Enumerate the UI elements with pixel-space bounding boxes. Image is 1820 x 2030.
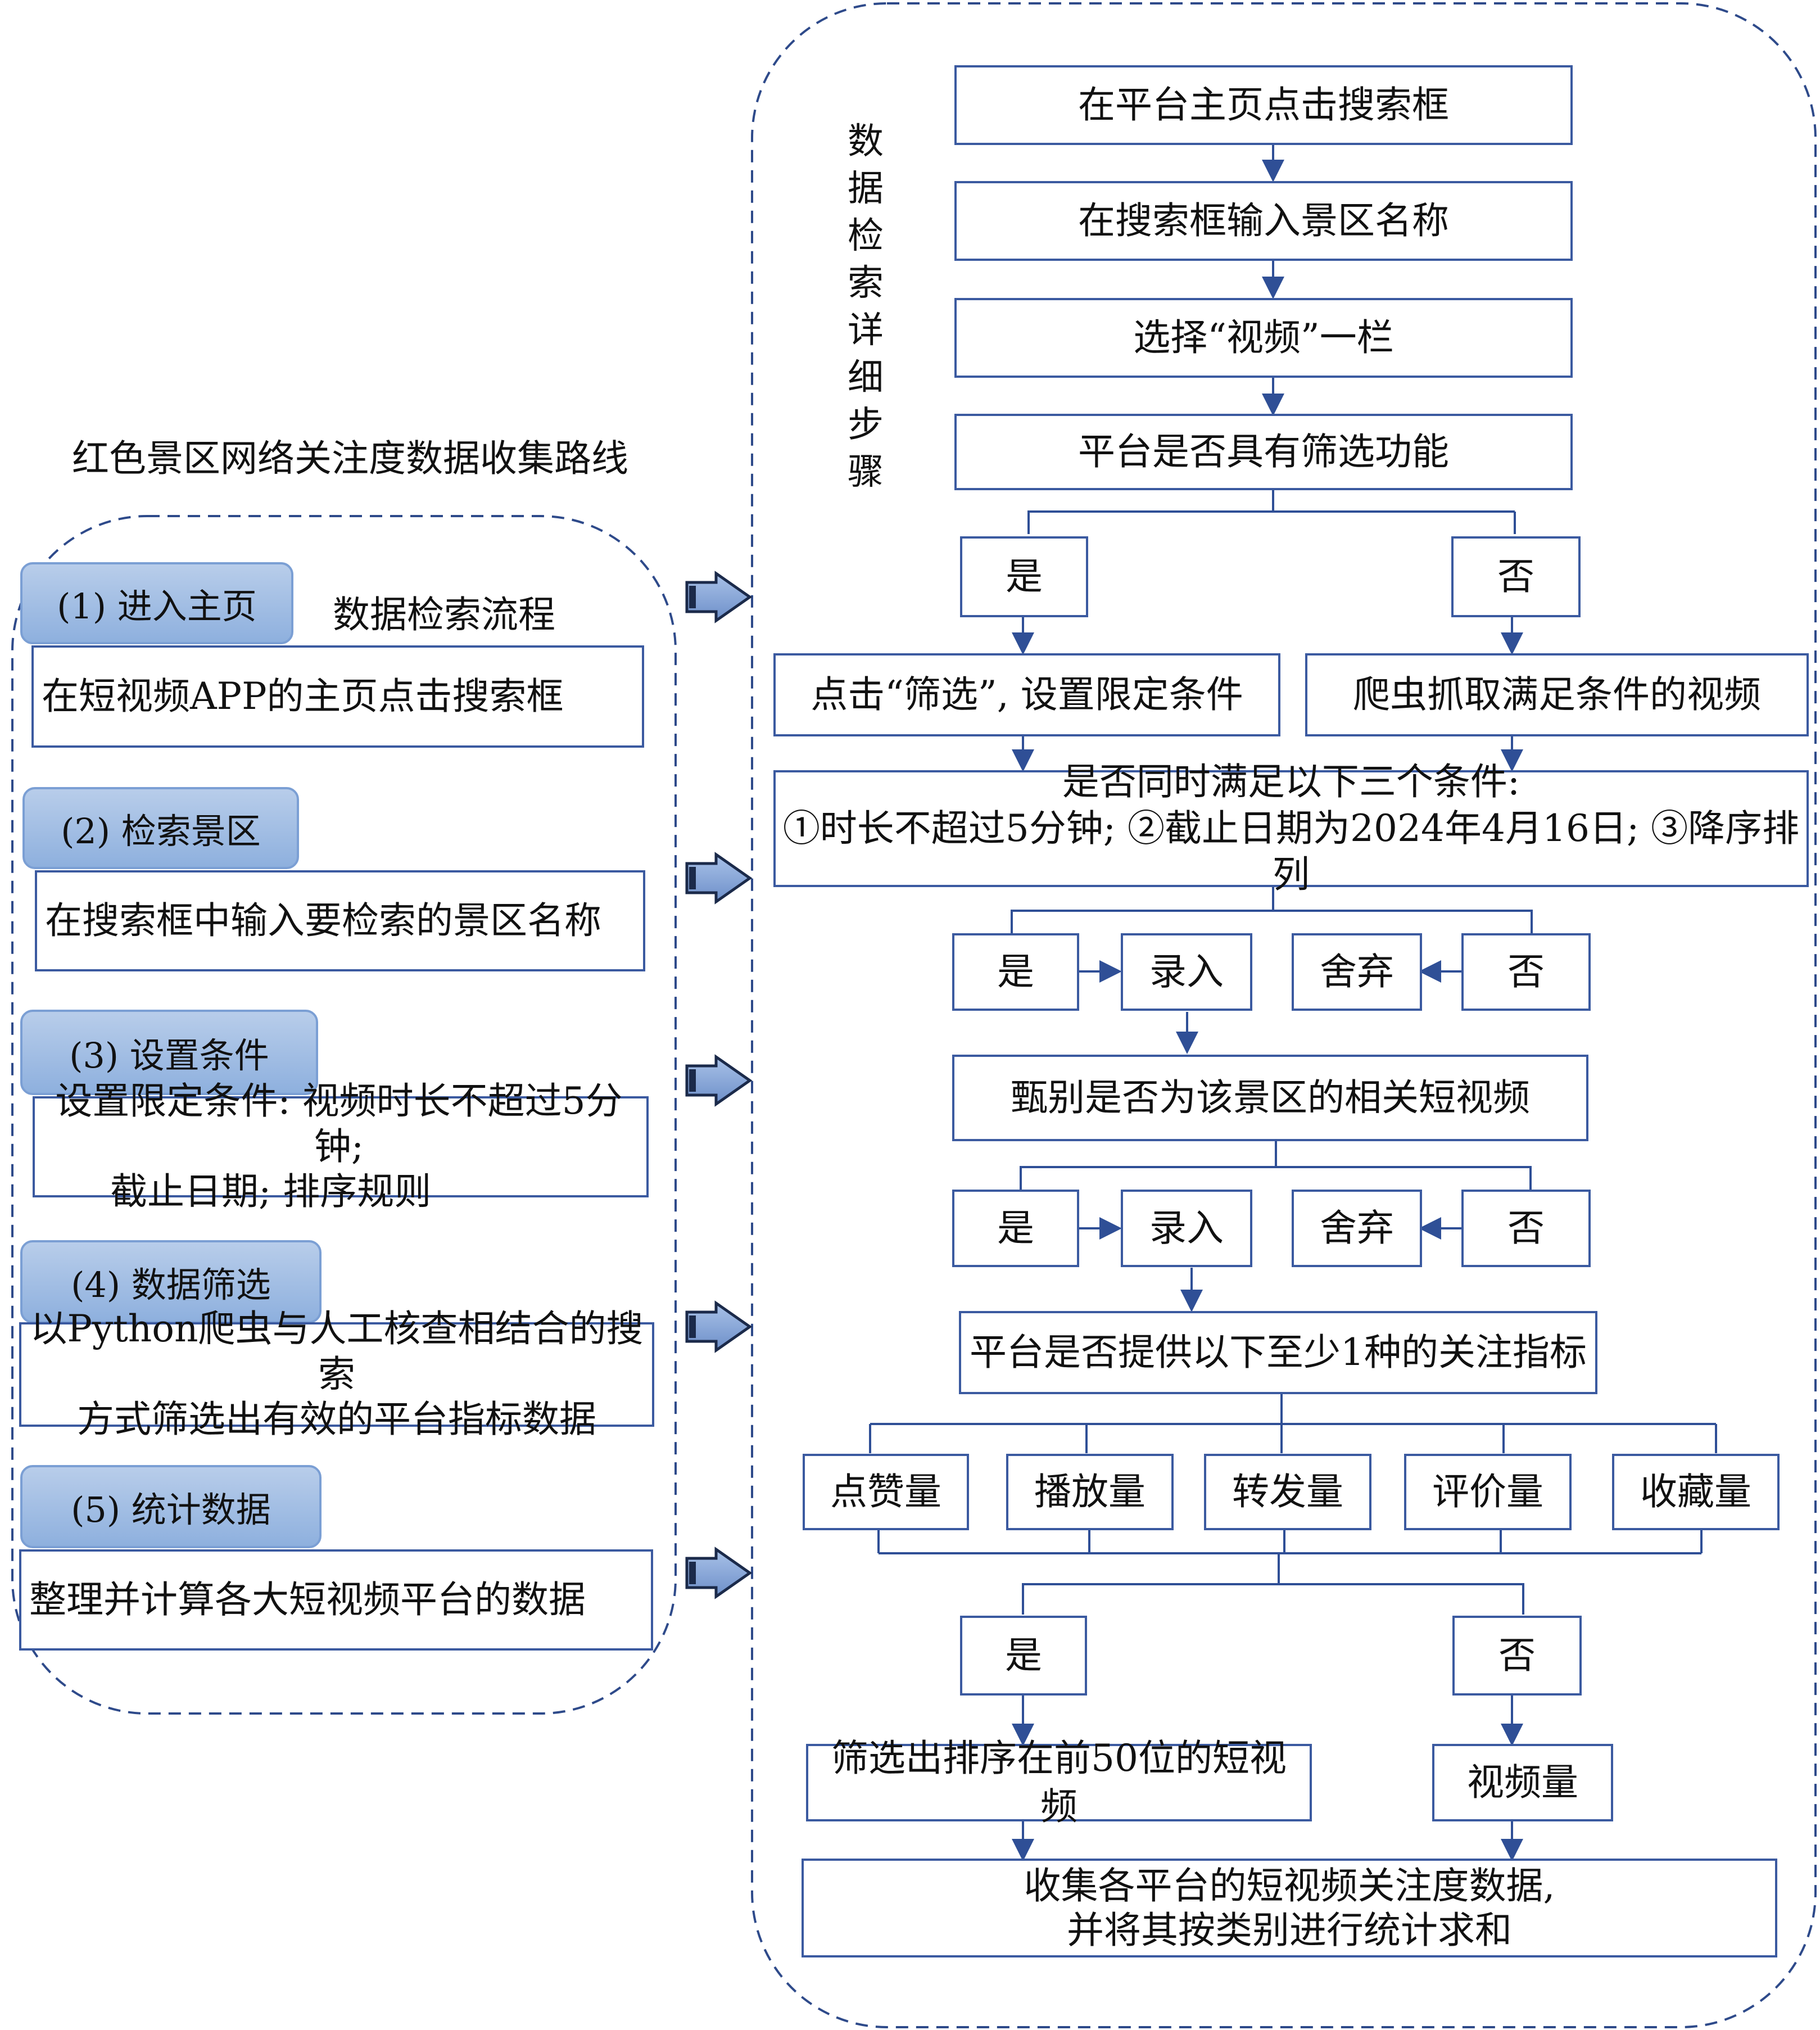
step-3-tab: (3) 设置条件 xyxy=(20,1010,318,1095)
transition-block-arrow xyxy=(685,1547,753,1599)
transition-block-arrow xyxy=(685,1054,753,1107)
transition-block-arrow xyxy=(685,571,753,623)
relevance-yes: 是 xyxy=(952,1190,1079,1267)
decision-filter-function: 平台是否具有筛选功能 xyxy=(954,414,1573,490)
conditions-discard: 舍弃 xyxy=(1292,933,1422,1011)
step-1-tab: (1) 进入主页 xyxy=(20,562,293,644)
left-dashed-container xyxy=(11,515,677,1715)
step-2-description: 在搜索框中输入要检索的景区名称 xyxy=(35,870,645,971)
conditions-yes: 是 xyxy=(952,933,1079,1011)
metric-likes: 点赞量 xyxy=(803,1454,969,1530)
block-arrow-stripe xyxy=(689,1562,696,1584)
step-4-desc-line-1: 以Python爬虫与人工核查相结合的搜索 xyxy=(30,1307,644,1396)
relevance-record: 录入 xyxy=(1121,1190,1252,1267)
decision-filter-no: 否 xyxy=(1451,536,1581,617)
metric-plays: 播放量 xyxy=(1006,1454,1174,1530)
step-3-desc-line-2: 截止日期; 排序规则 xyxy=(110,1170,432,1214)
metrics-yes: 是 xyxy=(960,1616,1087,1696)
relevance-discard: 舍弃 xyxy=(1292,1190,1422,1267)
step-1-description: 在短视频APP的主页点击搜索框 xyxy=(31,645,644,748)
step-collect-and-sum: 收集各平台的短视频关注度数据, 并将其按类别进行统计求和 xyxy=(802,1859,1777,1957)
vertical-title-char: 细 xyxy=(848,357,884,399)
step-4-desc-line-2: 方式筛选出有效的平台指标数据 xyxy=(77,1398,596,1441)
step-enter-scenic-name: 在搜索框输入景区名称 xyxy=(954,181,1573,261)
left-panel-title: 红色景区网络关注度数据收集路线 xyxy=(72,437,628,480)
retrieval-flow-label: 数据检索流程 xyxy=(333,593,555,636)
step-set-filter-conditions: 点击“筛选”, 设置限定条件 xyxy=(773,653,1280,736)
metrics-no: 否 xyxy=(1452,1616,1582,1696)
vertical-title-char: 数 xyxy=(848,121,884,162)
step-video-count: 视频量 xyxy=(1432,1744,1613,1821)
decision-relevant-video: 甄别是否为该景区的相关短视频 xyxy=(952,1055,1588,1141)
step-2-tab: (2) 检索景区 xyxy=(22,787,299,869)
three-conditions-line-2: ①时长不超过5分钟; ②截止日期为2024年4月16日; ③降序排列 xyxy=(782,806,1800,897)
block-arrow-stripe xyxy=(689,1315,696,1338)
step-3-description: 设置限定条件: 视频时长不超过5分钟; 截止日期; 排序规则 xyxy=(33,1079,649,1213)
vertical-title-char: 索 xyxy=(848,263,884,304)
conditions-no: 否 xyxy=(1461,933,1591,1011)
collect-line-2: 并将其按类别进行统计求和 xyxy=(1067,1909,1512,1952)
block-arrow-stripe xyxy=(689,1069,696,1092)
vertical-title-char: 骤 xyxy=(848,451,884,493)
step-2-desc-line: 在搜索框中输入要检索的景区名称 xyxy=(45,899,601,943)
detailed-steps-vertical-title: 数据检索详细步骤 xyxy=(843,118,888,496)
metric-comments: 评价量 xyxy=(1404,1454,1572,1530)
collect-line-1: 收集各平台的短视频关注度数据, xyxy=(1024,1864,1555,1907)
metric-favorites: 收藏量 xyxy=(1612,1454,1780,1530)
step-5-description: 整理并计算各大短视频平台的数据 xyxy=(19,1549,653,1651)
vertical-title-char: 据 xyxy=(848,168,884,210)
metric-shares: 转发量 xyxy=(1204,1454,1371,1530)
step-5-tab: (5) 统计数据 xyxy=(20,1465,322,1548)
step-crawler-fetch-videos: 爬虫抓取满足条件的视频 xyxy=(1305,653,1809,736)
vertical-title-char: 检 xyxy=(848,215,884,257)
transition-block-arrow xyxy=(685,852,753,905)
vertical-title-char: 详 xyxy=(848,310,884,351)
step-5-desc-line: 整理并计算各大短视频平台的数据 xyxy=(29,1578,586,1622)
conditions-record: 录入 xyxy=(1121,933,1252,1011)
step-3-desc-line-1: 设置限定条件: 视频时长不超过5分钟; xyxy=(55,1079,623,1168)
step-1-desc-line: 在短视频APP的主页点击搜索框 xyxy=(42,675,564,718)
decision-filter-yes: 是 xyxy=(960,536,1088,617)
vertical-title-char: 步 xyxy=(848,404,884,446)
decision-three-conditions: 是否同时满足以下三个条件: ①时长不超过5分钟; ②截止日期为2024年4月16… xyxy=(773,760,1809,896)
step-click-search-box: 在平台主页点击搜索框 xyxy=(954,65,1573,145)
block-arrow-stripe xyxy=(689,586,696,608)
right-dashed-container xyxy=(751,2,1817,2028)
block-arrow-stripe xyxy=(689,867,696,889)
step-top-50-videos: 筛选出排序在前50位的短视频 xyxy=(806,1737,1312,1828)
step-select-video-tab: 选择“视频”一栏 xyxy=(954,298,1573,378)
step-4-description: 以Python爬虫与人工核查相结合的搜索 方式筛选出有效的平台指标数据 xyxy=(19,1307,654,1441)
step-4-tab: (4) 数据筛选 xyxy=(20,1240,322,1323)
transition-block-arrow xyxy=(685,1300,753,1353)
three-conditions-line-1: 是否同时满足以下三个条件: xyxy=(1062,760,1520,804)
decision-attention-metrics: 平台是否提供以下至少1种的关注指标 xyxy=(959,1311,1597,1394)
relevance-no: 否 xyxy=(1461,1190,1591,1267)
